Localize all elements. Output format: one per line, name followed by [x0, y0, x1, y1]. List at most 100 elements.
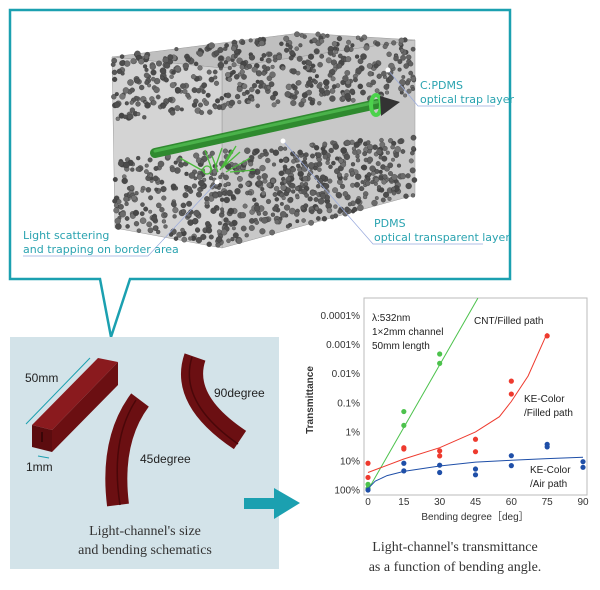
- particle: [113, 101, 121, 108]
- particle: [376, 148, 383, 155]
- particle: [302, 156, 308, 161]
- particle: [193, 209, 200, 217]
- particle: [269, 71, 276, 78]
- particle: [198, 102, 203, 108]
- channel-90deg-groove: [188, 356, 239, 445]
- particle: [248, 54, 256, 61]
- particle: [322, 182, 330, 190]
- particle: [278, 158, 284, 163]
- light-beam-highlight: [153, 100, 379, 153]
- particle: [272, 206, 278, 212]
- particle: [339, 183, 346, 189]
- particle: [223, 174, 229, 181]
- particle: [309, 190, 316, 196]
- particle: [173, 236, 179, 241]
- particle: [250, 97, 255, 102]
- particle: [391, 40, 397, 46]
- particle: [112, 198, 118, 204]
- particle: [391, 186, 396, 191]
- particle: [244, 147, 251, 154]
- particle: [329, 88, 336, 94]
- particle: [136, 111, 141, 117]
- legend-ke-filled-2: /Filled path: [524, 408, 573, 419]
- particle: [313, 166, 318, 171]
- particle: [261, 64, 267, 70]
- particle: [298, 43, 303, 48]
- chart-caption-2: as a function of bending angle.: [369, 560, 542, 575]
- data-point-series-2: [472, 466, 479, 472]
- particle: [182, 88, 188, 94]
- particle: [119, 211, 126, 218]
- particle: [129, 107, 136, 113]
- particle: [387, 162, 394, 169]
- particle: [140, 202, 145, 207]
- particle: [393, 152, 400, 158]
- particle: [340, 147, 347, 154]
- particle: [288, 196, 294, 203]
- particle: [270, 64, 275, 69]
- particle: [217, 221, 222, 226]
- particle: [338, 176, 343, 181]
- particle: [344, 206, 350, 212]
- particle: [208, 42, 215, 49]
- particle: [349, 88, 355, 95]
- particle: [225, 92, 232, 99]
- data-point-series-1: [437, 448, 443, 454]
- particle: [314, 74, 319, 79]
- particle: [374, 196, 379, 201]
- particle: [256, 211, 262, 216]
- particle: [265, 157, 271, 164]
- particle: [302, 65, 307, 70]
- particle: [334, 49, 339, 55]
- particle: [241, 74, 247, 80]
- particle: [212, 69, 218, 75]
- legend-ke-filled-1: KE-Color: [524, 394, 565, 405]
- data-point-series-2: [580, 459, 586, 465]
- x-tick-label: 45: [470, 497, 482, 508]
- particle: [281, 195, 286, 201]
- particle: [252, 197, 257, 202]
- particle: [355, 35, 361, 40]
- length-dimension: [25, 357, 91, 425]
- particle: [199, 110, 205, 116]
- particle: [245, 181, 251, 187]
- particle: [295, 195, 300, 200]
- data-point-series-1: [472, 436, 479, 442]
- particle: [272, 90, 279, 97]
- particle: [330, 76, 336, 82]
- particle: [270, 212, 276, 217]
- particle: [112, 76, 118, 82]
- particle: [225, 181, 231, 187]
- particle: [367, 71, 373, 77]
- particle: [156, 60, 162, 67]
- particle: [116, 68, 123, 75]
- particle: [124, 216, 130, 221]
- particle: [296, 55, 303, 62]
- particle: [371, 199, 378, 207]
- particle: [288, 44, 293, 50]
- particle: [332, 187, 339, 194]
- particle: [399, 48, 405, 53]
- particle: [359, 186, 365, 191]
- legend-ke-air-2: /Air path: [530, 479, 567, 490]
- particle: [307, 53, 315, 60]
- particle: [384, 90, 390, 95]
- particle: [200, 233, 207, 241]
- particle: [197, 65, 203, 71]
- particle: [355, 198, 361, 205]
- fit-line-series-1: [367, 332, 548, 473]
- particle: [366, 140, 371, 145]
- x-tick-label: 75: [542, 497, 554, 508]
- particle: [297, 149, 303, 156]
- particle: [268, 81, 275, 88]
- particle: [193, 152, 200, 159]
- particle: [150, 69, 157, 76]
- particle: [213, 104, 218, 110]
- particle: [378, 169, 383, 174]
- particle: [352, 206, 358, 212]
- particle: [255, 103, 260, 109]
- particle: [132, 209, 140, 216]
- particle: [317, 101, 322, 106]
- particle: [230, 236, 235, 242]
